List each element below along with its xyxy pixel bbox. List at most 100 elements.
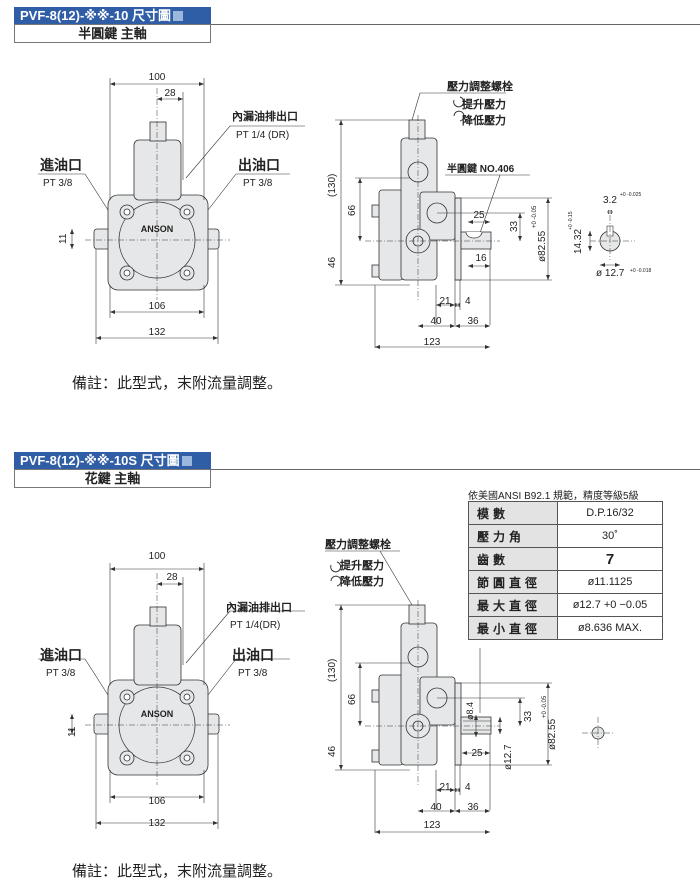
drain-leader xyxy=(185,125,231,179)
adjust-label: 壓力調整螺栓 xyxy=(325,537,391,551)
dim-66: 66 xyxy=(347,204,358,216)
drawing-spline xyxy=(38,550,614,834)
key-height-tol: +0 -0.15 xyxy=(568,211,574,230)
diagram-icon xyxy=(181,456,192,466)
rear-flange xyxy=(378,674,404,766)
inlet-leader xyxy=(84,658,109,696)
outlet-size: PT 3/8 xyxy=(243,178,273,189)
dim-11: 11 xyxy=(58,233,69,244)
bolt-hole-inner xyxy=(183,269,191,277)
dim-line-14-32-arrows xyxy=(588,231,592,251)
front-flange xyxy=(454,682,462,766)
bolt-hole-inner xyxy=(123,693,131,701)
spec-key: 齒數 xyxy=(468,547,558,571)
inlet-size: PT 3/8 xyxy=(46,668,76,679)
dim-8-4: ø8.4 xyxy=(465,702,475,720)
divider xyxy=(211,24,700,25)
outlet-label: 出油口 xyxy=(238,157,280,173)
section1-labels: 100 28 內漏油排出口 PT 1/4 (DR) 進油口 PT 3/8 出油口… xyxy=(40,72,651,348)
outlet-leader xyxy=(207,658,237,696)
dim-82-55-tol: +0 -0.05 xyxy=(542,695,548,718)
dim-82-55: ø82.55 xyxy=(537,230,548,262)
spec-value: ø12.7 +0 −0.05 xyxy=(557,593,663,617)
side-nut xyxy=(408,119,426,140)
dim-106: 106 xyxy=(149,796,166,807)
spec-key: 最大直徑 xyxy=(468,593,558,617)
key-label: 半圓鍵 NO.406 xyxy=(447,162,515,175)
ccw-arrow-icon xyxy=(453,110,465,122)
dim-130: (130) xyxy=(327,174,338,197)
dim-25: 25 xyxy=(473,210,485,221)
spec-value: 30˚ xyxy=(557,524,663,548)
divider xyxy=(211,469,700,470)
key-width-tol: +0 -0.025 xyxy=(620,192,641,198)
brand-logo: ANSON xyxy=(141,709,174,719)
inlet-label: 進油口 xyxy=(40,647,82,663)
raise-label: 提升壓力 xyxy=(462,97,506,111)
dim-line-16-arrows xyxy=(468,264,490,268)
outlet-label: 出油口 xyxy=(232,647,274,663)
upper-block xyxy=(133,624,182,686)
dim-12-7: ø12.7 xyxy=(503,744,514,770)
outlet-size: PT 3/8 xyxy=(238,668,268,679)
dim-21: 21 xyxy=(439,782,451,793)
dim-132: 132 xyxy=(149,818,166,829)
dim-4: 4 xyxy=(465,296,471,307)
dim-36: 36 xyxy=(467,802,479,813)
dim-40: 40 xyxy=(430,802,442,813)
spec-value: ø11.1125 xyxy=(557,570,663,594)
ccw-arrow-icon xyxy=(330,575,342,587)
title-text: PVF-8(12)-※※-10 尺寸圖 xyxy=(20,8,171,23)
adjust-leader xyxy=(379,550,413,606)
dim-132: 132 xyxy=(149,327,166,338)
lower-label: 降低壓力 xyxy=(340,574,384,588)
spec-key: 最小直徑 xyxy=(468,616,558,640)
key-height: 14.32 xyxy=(573,229,584,254)
dim-36: 36 xyxy=(467,316,479,327)
side-nut xyxy=(408,604,426,625)
cw-arrow-icon xyxy=(330,561,342,573)
half-round-key xyxy=(465,231,483,239)
dim-21: 21 xyxy=(439,296,451,307)
dim-line-11-arrows xyxy=(70,714,74,734)
dim-line-12-7-arrows xyxy=(600,263,620,267)
front-flange xyxy=(454,197,462,281)
outlet-leader xyxy=(207,173,237,211)
upper-block xyxy=(133,139,182,201)
dim-line-3-2-arrows xyxy=(607,210,613,214)
dim-line-12-7-arrows xyxy=(498,717,502,734)
dim-25: 25 xyxy=(471,748,483,759)
note: 備註：此型式，末附流量調整。 xyxy=(72,863,283,880)
dim-82-55-tol: +0 -0.05 xyxy=(532,205,538,228)
adjust-nut xyxy=(149,606,167,627)
drain-label: 內漏油排出口 xyxy=(226,600,292,614)
bolt-hole-inner xyxy=(123,754,131,762)
section-subtitle: 花鍵 主軸 xyxy=(14,469,211,488)
section-title: PVF-8(12)-※※-10 尺寸圖 xyxy=(14,7,211,24)
rear-flange xyxy=(378,189,404,281)
brand-logo: ANSON xyxy=(141,224,174,234)
bolt-hole-inner xyxy=(123,269,131,277)
bolt-hole-inner xyxy=(123,208,131,216)
title-text: PVF-8(12)-※※-10S 尺寸圖 xyxy=(20,453,180,468)
drain-size: PT 1/4(DR) xyxy=(230,620,280,631)
drain-size: PT 1/4 (DR) xyxy=(236,130,289,141)
dim-130: (130) xyxy=(327,659,338,682)
drain-leader xyxy=(185,610,231,664)
dim-100: 100 xyxy=(149,551,166,562)
section-title: PVF-8(12)-※※-10S 尺寸圖 xyxy=(14,452,211,469)
dim-100: 100 xyxy=(149,72,166,83)
drain-label: 內漏油排出口 xyxy=(232,109,298,123)
dim-123: 123 xyxy=(424,337,441,348)
dim-line-21-arrows xyxy=(436,788,455,792)
adjust-nut xyxy=(149,121,167,142)
dim-line-8-4-arrows xyxy=(474,715,478,737)
adjust-leader xyxy=(411,92,421,121)
